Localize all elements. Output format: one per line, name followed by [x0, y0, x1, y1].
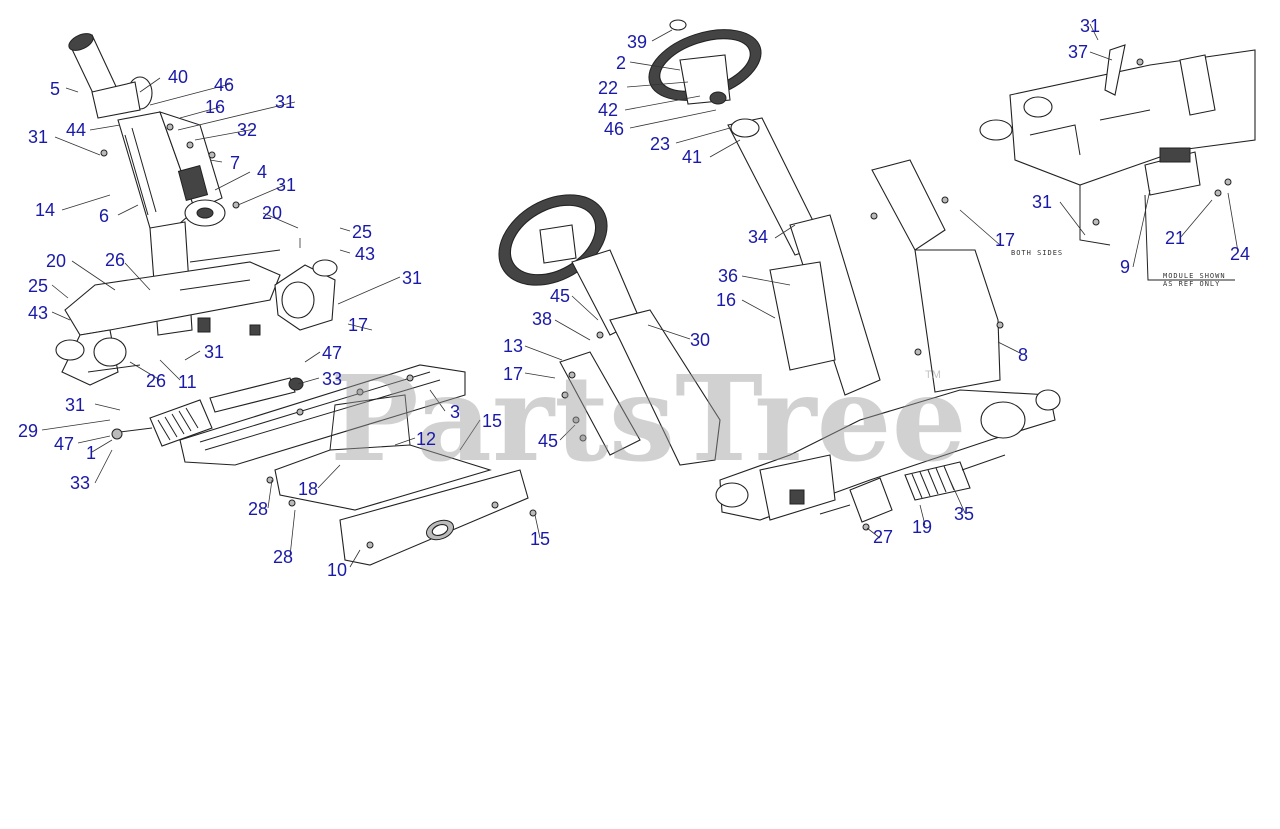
callout-14: 14 [35, 200, 55, 220]
callout-17: 17 [503, 364, 523, 384]
callout-47: 47 [54, 434, 74, 454]
left-frame-bracket [55, 249, 338, 386]
callout-43: 43 [355, 244, 375, 264]
callout-8: 8 [1018, 345, 1028, 365]
callout-11: 11 [178, 372, 197, 392]
steering-grip [68, 33, 153, 119]
callout-21: 21 [1165, 228, 1185, 248]
middle-side-panel [559, 351, 641, 456]
callout-13: 13 [503, 336, 523, 356]
callout-1: 1 [86, 443, 96, 463]
right-damper-spring [819, 454, 1006, 523]
callout-32: 32 [237, 120, 257, 140]
callout-25: 25 [28, 276, 48, 296]
callout-17: 17 [995, 230, 1015, 250]
callout-31: 31 [276, 175, 296, 195]
callout-16: 16 [716, 290, 736, 310]
callout-6: 6 [99, 206, 109, 226]
callout-20: 20 [262, 203, 282, 223]
right-shroud-panel [914, 249, 1001, 393]
callout-19: 19 [912, 517, 932, 537]
callout-43: 43 [28, 303, 48, 323]
callout-23: 23 [650, 134, 670, 154]
callout-47: 47 [322, 343, 342, 363]
callout-24: 24 [1230, 244, 1250, 264]
callout-46: 46 [214, 75, 234, 95]
callout-16: 16 [205, 97, 225, 117]
left-steering-assembly [55, 33, 537, 566]
callout-15: 15 [482, 411, 502, 431]
callout-2: 2 [616, 53, 626, 73]
callout-42: 42 [598, 100, 618, 120]
callout-40: 40 [168, 67, 188, 87]
callout-20: 20 [46, 251, 66, 271]
callout-46: 46 [604, 119, 624, 139]
note-module-shown: MODULE SHOWN [1163, 272, 1226, 280]
left-main-rail [179, 364, 466, 466]
left-bottom-plate [266, 394, 537, 566]
callout-31: 31 [65, 395, 85, 415]
callout-34: 34 [748, 227, 768, 247]
callout-22: 22 [598, 78, 618, 98]
note-both-sides: BOTH SIDES [1011, 249, 1063, 257]
middle-steering-wheel-assembly [498, 194, 721, 466]
callout-10: 10 [327, 560, 347, 580]
callout-15: 15 [530, 529, 550, 549]
callout-45: 45 [538, 431, 558, 451]
callout-26: 26 [146, 371, 166, 391]
callout-31: 31 [204, 342, 224, 362]
callout-4: 4 [257, 162, 267, 182]
callout-38: 38 [532, 309, 552, 329]
leader-lines [41, 23, 1239, 568]
callout-30: 30 [690, 330, 710, 350]
left-column-housing [100, 111, 240, 233]
middle-column-shroud [609, 309, 721, 466]
callout-35: 35 [954, 504, 974, 524]
left-damper-spring [111, 377, 304, 447]
right-steering-assembly [648, 19, 1061, 531]
callout-31: 31 [1080, 16, 1100, 36]
callout-25: 25 [352, 222, 372, 242]
callout-3: 3 [450, 402, 460, 422]
callout-7: 7 [230, 153, 240, 173]
inset-module-assembly [979, 44, 1256, 281]
callout-26: 26 [105, 250, 125, 270]
right-column-bracket [769, 261, 836, 371]
note-as-ref-only: AS REF ONLY [1163, 280, 1220, 288]
callout-33: 33 [70, 473, 90, 493]
watermark-trademark: TM [925, 369, 941, 381]
callout-5: 5 [50, 79, 60, 99]
callout-31: 31 [402, 268, 422, 288]
callout-17: 17 [348, 315, 368, 335]
callout-45: 45 [550, 286, 570, 306]
right-frame [715, 389, 1061, 521]
callout-28: 28 [273, 547, 293, 567]
callout-36: 36 [718, 266, 738, 286]
callout-labels: 5 40 46 16 31 44 31 32 7 4 31 14 6 20 25… [18, 16, 1250, 580]
callout-9: 9 [1120, 257, 1130, 277]
callout-39: 39 [627, 32, 647, 52]
callout-31: 31 [275, 92, 295, 112]
callout-33: 33 [322, 369, 342, 389]
callout-28: 28 [248, 499, 268, 519]
callout-37: 37 [1068, 42, 1088, 62]
right-shroud-top [871, 159, 946, 251]
callout-12: 12 [416, 429, 436, 449]
callout-27: 27 [873, 527, 893, 547]
callout-31: 31 [1032, 192, 1052, 212]
callout-18: 18 [298, 479, 318, 499]
callout-31: 31 [28, 127, 48, 147]
callout-29: 29 [18, 421, 38, 441]
callout-41: 41 [682, 147, 702, 167]
right-steering-wheel [648, 19, 762, 105]
callout-44: 44 [66, 120, 86, 140]
watermark-text: PartsTree [330, 349, 967, 488]
